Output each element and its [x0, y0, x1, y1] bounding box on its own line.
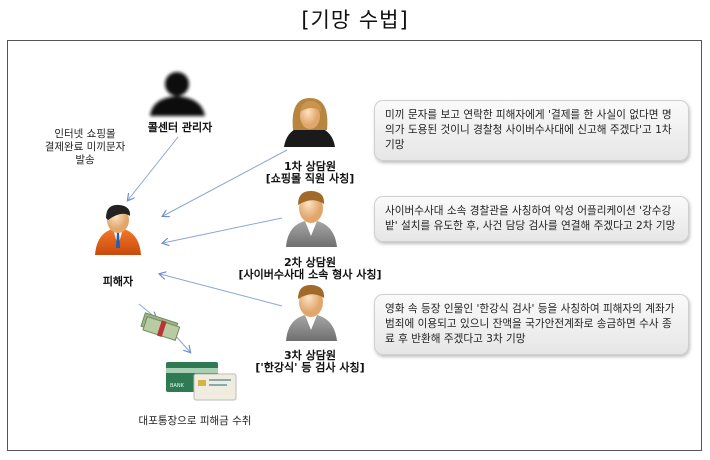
bank-label: 대포통장으로 피해금 수취 — [138, 415, 252, 427]
arrow-agent2-to-victim — [163, 217, 283, 243]
diagram-title: [기망 수법] — [301, 8, 409, 32]
agent1-icon — [284, 98, 335, 147]
sms-note-line: 발송 — [75, 154, 95, 166]
agent1-role: [쇼핑몰 직원 사칭] — [265, 172, 355, 185]
agent1-description-box: 미끼 문자를 보고 연락한 피해자에게 '결제를 한 사실이 없다면 명의가 도… — [374, 100, 689, 161]
agent1-label: 1차 상담원 [쇼핑몰 직원 사칭] — [250, 161, 370, 185]
agent2-role: [사이버수사대 소속 형사 사칭] — [238, 268, 382, 281]
arrow-agent1-to-victim — [163, 149, 288, 216]
arrow-manager-to-victim — [128, 136, 179, 200]
sms-note-line: 결제완료 미끼문자 — [44, 141, 126, 153]
agent1-title: 1차 상담원 — [284, 160, 336, 173]
agent3-role: ['한강식' 등 검사 사칭] — [255, 361, 365, 374]
agent3-title: 3차 상담원 — [284, 349, 336, 362]
agent2-title: 2차 상담원 — [284, 256, 336, 269]
agent3-label: 3차 상담원 ['한강식' 등 검사 사칭] — [240, 350, 380, 374]
sms-note: 인터넷 쇼핑몰 결제완료 미끼문자 발송 — [40, 128, 130, 167]
money-icon — [140, 312, 181, 342]
bank-card-icon: BANK — [166, 362, 237, 401]
agent3-description-box: 영화 속 등장 인물인 '한강식 검사' 등을 사칭하여 피해자의 계좌가 범죄… — [374, 294, 689, 355]
diagram-frame — [7, 40, 702, 451]
sms-note-line: 인터넷 쇼핑몰 — [54, 128, 116, 140]
agent3-icon — [286, 284, 337, 341]
arrows — [128, 136, 288, 352]
arrow-agent3-to-victim — [160, 274, 283, 307]
manager-label: 콜센터 관리자 — [147, 121, 213, 134]
bank-card-text: BANK — [170, 383, 185, 389]
agent2-icon — [286, 190, 337, 247]
victim-label: 피해자 — [102, 275, 134, 288]
agent2-label: 2차 상담원 [사이버수사대 소속 형사 사칭] — [220, 257, 400, 281]
victim-icon — [95, 204, 141, 255]
agent2-description-box: 사이버수사대 소속 경찰관을 사칭하여 악성 어플리케이션 '강수강밭' 설치를… — [374, 196, 689, 242]
call-center-manager-icon — [150, 72, 205, 116]
